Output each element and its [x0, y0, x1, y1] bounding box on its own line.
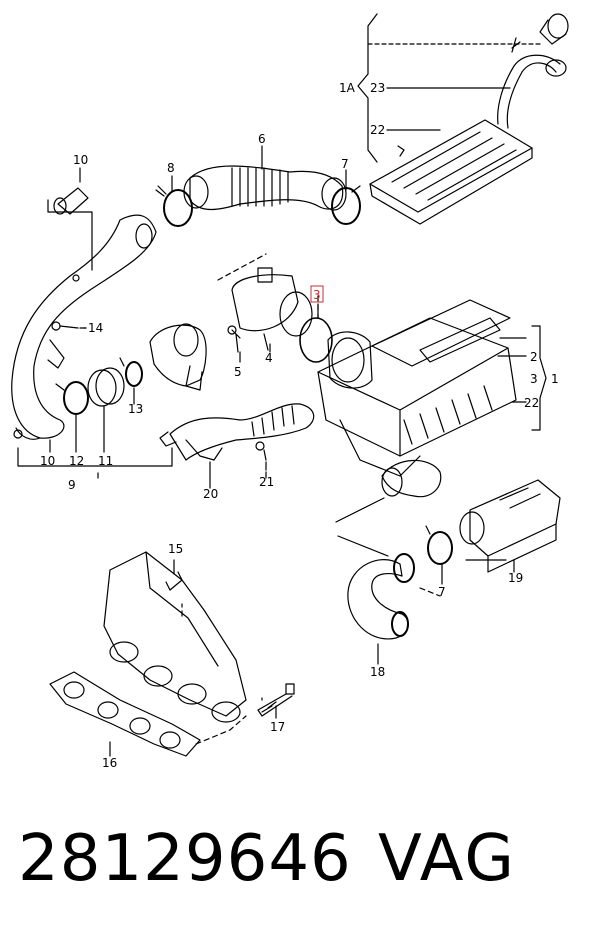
label-8: 8 — [167, 161, 175, 175]
label-10a: 10 — [73, 153, 88, 167]
exploded-parts-diagram: 10 8 6 7 1A 23 22 14 5 4 3 2 3 1 22 13 1… — [11, 13, 569, 770]
intake-duct-part — [335, 459, 442, 640]
label-16: 16 — [102, 756, 117, 770]
label-9: 9 — [68, 478, 76, 492]
hose-clamp-part-7b — [425, 525, 453, 565]
exhaust-manifold-part — [103, 551, 247, 723]
air-mass-meter-part — [231, 267, 313, 351]
label-11: 11 — [98, 454, 113, 468]
label-21: 21 — [259, 475, 274, 489]
label-3b: 3 — [530, 372, 538, 386]
label-6: 6 — [258, 132, 266, 146]
label-1: 1 — [551, 372, 559, 386]
intake-tray-part — [369, 119, 533, 225]
label-22a: 22 — [370, 123, 385, 137]
manifold-gasket-part — [49, 671, 201, 757]
callout-labels: 10 8 6 7 1A 23 22 14 5 4 3 2 3 1 22 13 1… — [40, 81, 559, 770]
breather-pipe-part — [497, 13, 569, 129]
label-4: 4 — [265, 351, 273, 365]
label-5: 5 — [234, 365, 242, 379]
hose-clamp-part-8 — [155, 185, 193, 227]
label-12: 12 — [69, 454, 84, 468]
label-3-highlighted: 3 — [313, 288, 321, 302]
callout-lines — [49, 145, 515, 757]
label-14: 14 — [88, 321, 103, 335]
brand-name: VAG — [378, 822, 516, 896]
screw-part-21 — [255, 441, 267, 471]
bolt-part-17 — [257, 683, 295, 717]
label-7a: 7 — [341, 157, 349, 171]
clamps-parts-11-12 — [17, 367, 173, 467]
intake-hose-part — [183, 165, 347, 211]
label-18: 18 — [370, 665, 385, 679]
part-number: 28129646 — [18, 822, 352, 896]
seal-ring-part — [299, 317, 333, 363]
crankcase-hose-part — [159, 403, 315, 461]
leader-lines — [97, 163, 441, 745]
group-1-bracket — [497, 325, 547, 431]
label-10b: 10 — [40, 454, 55, 468]
label-23: 23 — [370, 81, 385, 95]
charge-air-pipe-part — [11, 214, 157, 440]
turbo-elbow-part — [119, 323, 207, 391]
label-2: 2 — [530, 350, 538, 364]
screw-part-14 — [51, 321, 87, 331]
label-1a: 1A — [339, 81, 356, 95]
label-19: 19 — [508, 571, 523, 585]
label-22b: 22 — [524, 396, 539, 410]
label-15: 15 — [168, 542, 183, 556]
label-17: 17 — [270, 720, 285, 734]
air-guide-part — [459, 479, 561, 573]
group-1a-bracket — [357, 13, 541, 163]
label-20: 20 — [203, 487, 218, 501]
air-filter-housing-part — [317, 299, 517, 477]
screw-part-5 — [227, 325, 241, 353]
label-7b: 7 — [438, 585, 446, 599]
sensor-part-10 — [47, 187, 93, 271]
label-13: 13 — [128, 402, 143, 416]
highlight-box — [310, 285, 324, 303]
